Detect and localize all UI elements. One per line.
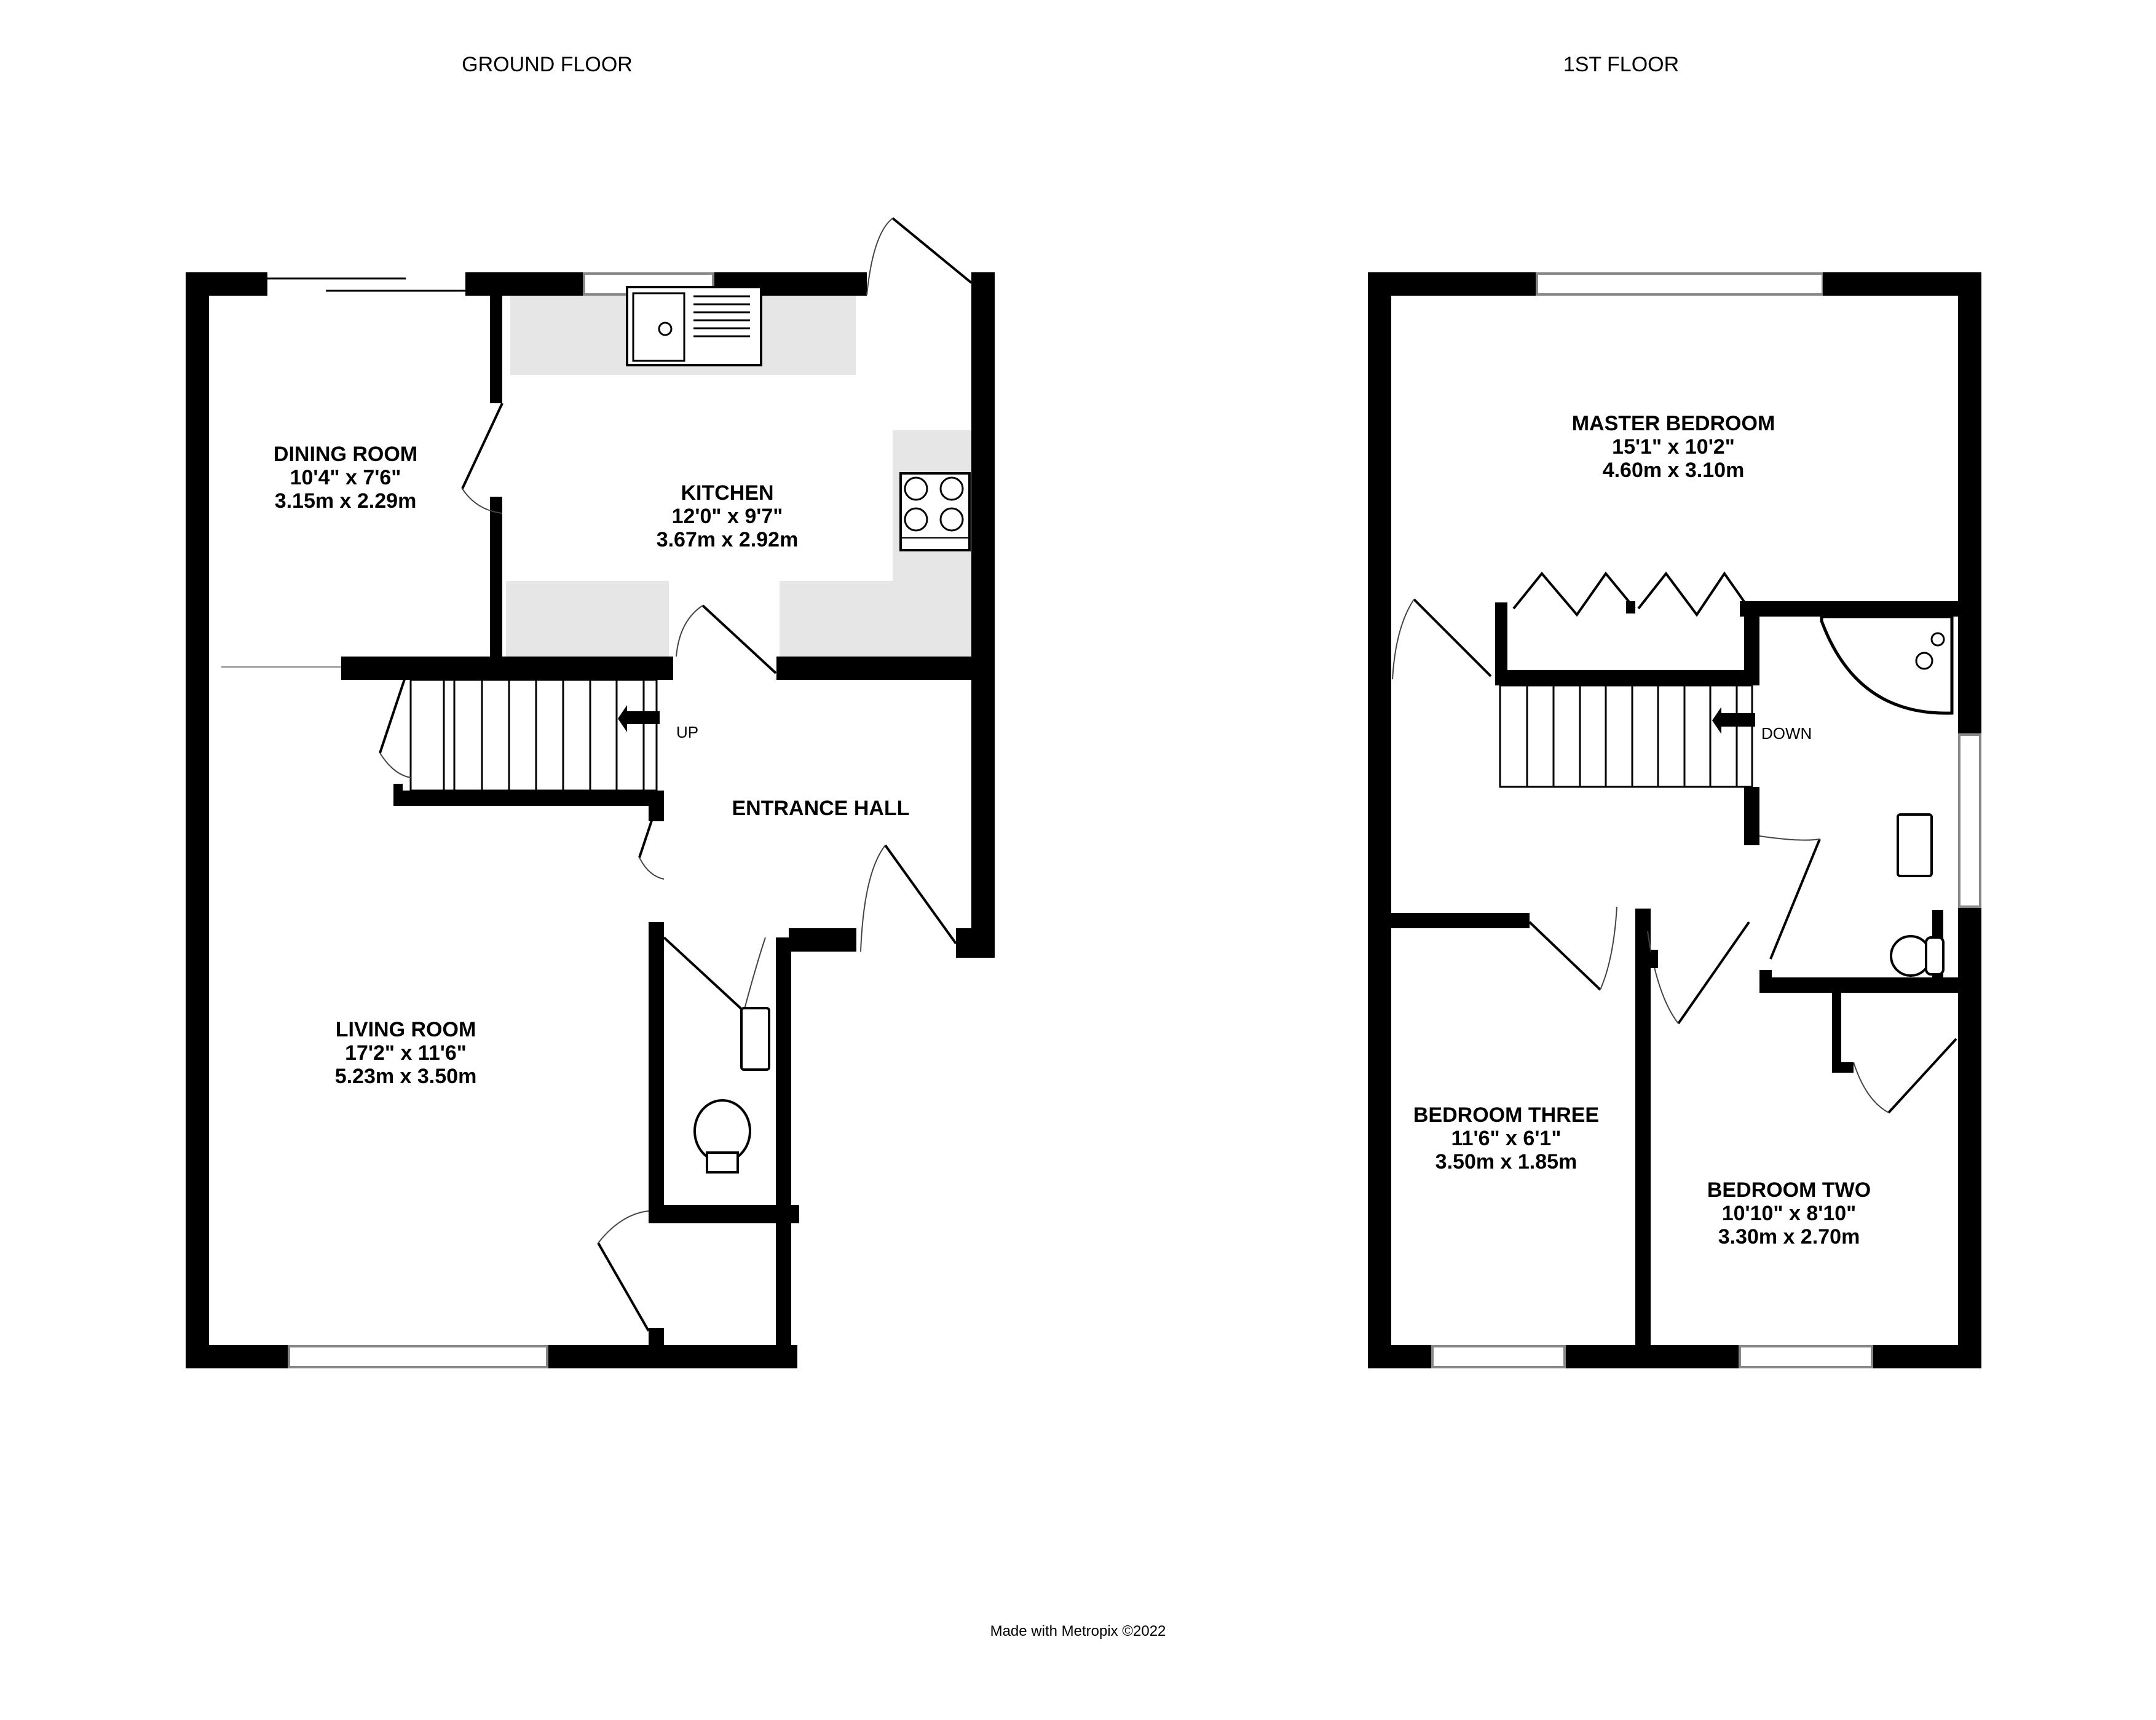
room-dimensions-metric: 4.60m x 3.10m — [1602, 459, 1745, 482]
kitchen-counter-bottom-left — [506, 581, 669, 659]
room-dimensions-imperial: 12'0" x 9'7" — [671, 505, 783, 528]
room-label-master-bedroom: MASTER BEDROOM 15'1" x 10'2" 4.60m x 3.1… — [1572, 412, 1775, 482]
room-label-bedroom-two: BEDROOM TWO 10'10" x 8'10" 3.30m x 2.70m — [1707, 1178, 1871, 1249]
room-name: BEDROOM TWO — [1707, 1178, 1871, 1202]
room-dimensions-metric: 3.50m x 1.85m — [1435, 1150, 1578, 1174]
staircase-ground — [393, 679, 664, 821]
shower-tray-icon — [1820, 615, 1954, 715]
ground-floor-plan — [186, 217, 995, 1368]
bathroom-toilet-icon — [1890, 935, 1932, 977]
room-dimensions-metric: 3.67m x 2.92m — [656, 528, 799, 551]
room-name: DINING ROOM — [273, 443, 418, 466]
kitchen-hob-icon — [899, 472, 971, 551]
window-bedroom-three — [1431, 1345, 1566, 1368]
stair-direction-arrow-icon — [618, 705, 660, 732]
stairs-up-label: UP — [676, 723, 699, 741]
window-bathroom — [1958, 733, 1981, 908]
stair-direction-arrow-icon — [1712, 707, 1755, 734]
window-living-room — [288, 1345, 548, 1368]
footer-credit: Made with Metropix ©2022 — [990, 1623, 1166, 1639]
room-label-entrance-hall: ENTRANCE HALL — [732, 797, 910, 820]
room-dimensions-metric: 5.23m x 3.50m — [334, 1065, 477, 1088]
room-dimensions-imperial: 15'1" x 10'2" — [1612, 435, 1735, 459]
kitchen-sink-icon — [626, 286, 762, 366]
room-dimensions-imperial: 11'6" x 6'1" — [1451, 1127, 1562, 1150]
first-floor-title: 1ST FLOOR — [1563, 53, 1680, 76]
first-floor-plan — [1368, 272, 1981, 1368]
room-label-kitchen: KITCHEN 12'0" x 9'7" 3.67m x 2.92m — [657, 481, 799, 551]
room-name: MASTER BEDROOM — [1571, 412, 1775, 435]
room-dimensions-metric: 3.15m x 2.29m — [274, 489, 417, 513]
window-bedroom-two — [1739, 1345, 1873, 1368]
room-name: LIVING ROOM — [335, 1018, 476, 1041]
room-name: KITCHEN — [681, 481, 774, 505]
staircase-first — [1499, 684, 1755, 788]
room-label-dining-room: DINING ROOM 10'4" x 7'6" 3.15m x 2.29m — [274, 443, 417, 513]
kitchen-counter-bottom-right — [780, 581, 973, 659]
room-dimensions-imperial: 10'10" x 8'10" — [1721, 1202, 1857, 1225]
room-dimensions-imperial: 17'2" x 11'6" — [345, 1041, 467, 1065]
room-name: ENTRANCE HALL — [732, 797, 910, 820]
room-dimensions-imperial: 10'4" x 7'6" — [290, 466, 401, 489]
ground-floor-title: GROUND FLOOR — [462, 53, 633, 76]
stairs-down-label: DOWN — [1761, 724, 1812, 743]
room-label-bedroom-three: BEDROOM THREE 11'6" x 6'1" 3.50m x 1.85m — [1413, 1103, 1599, 1174]
wc-basin-icon — [740, 1007, 770, 1071]
room-dimensions-metric: 3.30m x 2.70m — [1718, 1225, 1860, 1249]
bathroom-basin-icon — [1897, 813, 1933, 877]
room-name: BEDROOM THREE — [1413, 1103, 1600, 1127]
window-master-bedroom — [1536, 272, 1824, 296]
room-label-living-room: LIVING ROOM 17'2" x 11'6" 5.23m x 3.50m — [335, 1018, 477, 1088]
